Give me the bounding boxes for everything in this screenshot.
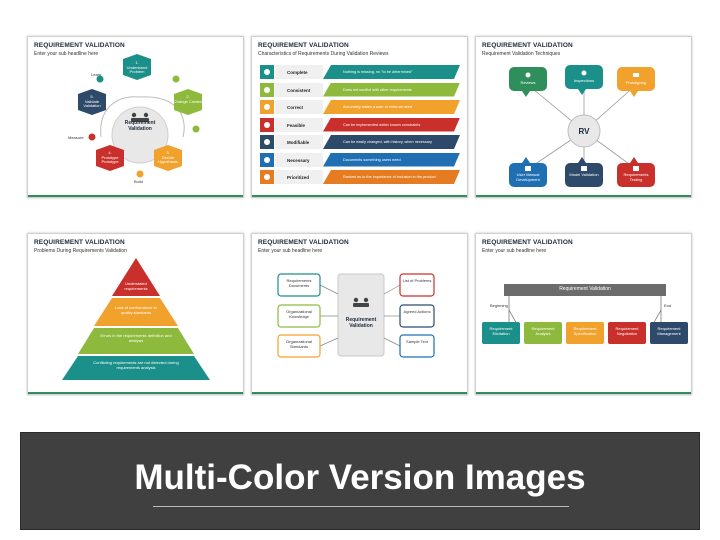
slide-title: REQUIREMENT VALIDATION bbox=[482, 239, 573, 246]
input-organizational-standards: Organizational Standards bbox=[286, 339, 312, 349]
characteristic-name: Correct bbox=[275, 100, 323, 114]
slide-footer-bar bbox=[252, 195, 467, 197]
cycle-step-4: 4.Prototype Prototype bbox=[101, 150, 119, 165]
characteristic-description: Can be implemented within known constrai… bbox=[323, 118, 460, 132]
slide-thumbnail-4[interactable]: REQUIREMENT VALIDATION Problems During R… bbox=[27, 233, 244, 395]
characteristic-icon bbox=[260, 117, 274, 132]
slide-subtitle: Enter your sub headline here bbox=[258, 248, 323, 254]
slide-footer-bar bbox=[476, 195, 691, 197]
process-center-label: Requirement Validation bbox=[345, 317, 377, 329]
characteristic-name: Complete bbox=[275, 65, 323, 79]
techniques-hub-diagram bbox=[509, 65, 655, 187]
pyramid-level-3: Errors in the requirements definition an… bbox=[100, 333, 172, 343]
characteristic-name: Feasible bbox=[275, 117, 323, 132]
characteristic-description: Nothing is missing, no "to be determined… bbox=[323, 65, 460, 79]
slide-thumbnail-6[interactable]: REQUIREMENT VALIDATION Enter your sub he… bbox=[475, 233, 692, 395]
slide-subtitle: Problems During Requirements Validation bbox=[34, 248, 127, 254]
slide-title: REQUIREMENT VALIDATION bbox=[482, 42, 573, 49]
cycle-step-1: 1.Understand Problem bbox=[126, 60, 148, 75]
input-organizational-knowledge: Organizational Knowledge bbox=[286, 309, 312, 319]
pyramid-level-1: Understated requirements bbox=[124, 281, 148, 291]
characteristic-icon bbox=[260, 100, 274, 114]
technique-inspections: Inspections bbox=[573, 78, 595, 83]
slide-thumbnail-1[interactable]: REQUIREMENT VALIDATION Enter your sub he… bbox=[27, 36, 244, 198]
cycle-step-5: 5.Validate Validation bbox=[83, 94, 101, 109]
technique-model-validation: Model Validation bbox=[569, 172, 599, 177]
characteristic-description: Can be easily changed, with history, whe… bbox=[323, 135, 460, 149]
slide-footer-bar bbox=[28, 392, 243, 394]
output-agreed-actions: Agreed Actions bbox=[403, 309, 431, 314]
cycle-diagram bbox=[78, 54, 202, 178]
side-label-build: Build bbox=[134, 179, 143, 184]
process-diagram bbox=[277, 273, 435, 358]
technique-prototyping: Prototyping bbox=[625, 80, 647, 85]
slide-title: REQUIREMENT VALIDATION bbox=[258, 239, 349, 246]
characteristic-description: Ranked as to the importance of inclusion… bbox=[323, 170, 460, 184]
slide-thumbnail-5[interactable]: REQUIREMENT VALIDATION Enter your sub he… bbox=[251, 233, 468, 395]
slide-thumbnail-2[interactable]: REQUIREMENT VALIDATION Characteristics o… bbox=[251, 36, 468, 198]
slide-title: REQUIREMENT VALIDATION bbox=[34, 239, 125, 246]
characteristic-icon bbox=[260, 65, 274, 79]
side-label-measure: Measure bbox=[68, 135, 84, 140]
slide-subtitle: Enter your sub headline here bbox=[482, 248, 547, 254]
stage-bar-label: Requirement Validation bbox=[559, 286, 611, 292]
slide-title: REQUIREMENT VALIDATION bbox=[34, 42, 125, 49]
hub-center-label: RV bbox=[578, 127, 590, 136]
characteristic-icon bbox=[260, 135, 274, 149]
multi-color-banner: Multi-Color Version Images bbox=[20, 432, 700, 530]
characteristic-description: Accurately states a user or external nee… bbox=[323, 100, 460, 114]
stage-elicitation: Requirement Elicitation bbox=[489, 326, 513, 336]
slide-footer-bar bbox=[252, 392, 467, 394]
stage-analysis: Requirement Analysis bbox=[531, 326, 555, 336]
slide-footer-bar bbox=[476, 392, 691, 394]
characteristic-icon bbox=[260, 152, 274, 167]
characteristic-name: Consistent bbox=[275, 82, 323, 97]
banner-underline bbox=[153, 506, 569, 507]
slide-grid: REQUIREMENT VALIDATION Enter your sub he… bbox=[27, 36, 692, 395]
cycle-center-label: Requirement Validation bbox=[124, 120, 156, 132]
technique-requirements-testing: Requirements Testing bbox=[623, 172, 649, 182]
characteristic-description: Does not conflict with other requirement… bbox=[323, 83, 460, 97]
technique-reviews: Reviews bbox=[520, 80, 536, 85]
stage-flow-diagram bbox=[482, 284, 688, 344]
end-label: End bbox=[664, 303, 672, 308]
characteristic-icon bbox=[260, 170, 274, 184]
banner-title: Multi-Color Version Images bbox=[134, 458, 586, 497]
output-sample-text: Sample Text bbox=[406, 339, 428, 344]
stage-management: Requirement Management bbox=[657, 326, 681, 336]
characteristic-name: Necessary bbox=[275, 152, 323, 167]
characteristic-name: Modifiable bbox=[275, 135, 323, 149]
slide-thumbnail-3[interactable]: REQUIREMENT VALIDATION Requirement Valid… bbox=[475, 36, 692, 198]
cycle-step-3: 3.Decide Hypothesis bbox=[158, 150, 178, 165]
slide-footer-bar bbox=[28, 195, 243, 197]
characteristic-description: Documents something users need bbox=[323, 153, 460, 167]
input-requirements-documents: Requirements Documents bbox=[286, 278, 312, 288]
side-label-learn: Learn bbox=[91, 72, 102, 77]
cycle-step-2: 2.Change Creator bbox=[173, 94, 203, 104]
slide-subtitle: Characteristics of Requirements During V… bbox=[258, 51, 389, 57]
stage-specification: Requirement Specification bbox=[573, 326, 597, 336]
beginning-label: Beginning bbox=[490, 303, 508, 308]
slide-title: REQUIREMENT VALIDATION bbox=[258, 42, 349, 49]
characteristic-name: Prioritized bbox=[275, 170, 323, 184]
technique-user-manual: User Manual Development bbox=[516, 172, 540, 182]
pyramid-level-2: Lack of conformance to quality standards bbox=[115, 305, 157, 315]
output-list-of-problems: List of Problems bbox=[402, 278, 432, 283]
stage-negotiation: Requirement Negotiation bbox=[615, 326, 639, 336]
slide-subtitle: Enter your sub headline here bbox=[34, 51, 99, 57]
slide-subtitle: Requirement Validation Techniques bbox=[482, 51, 561, 57]
pyramid-level-4: Conflicting requirements are not detecte… bbox=[93, 360, 179, 370]
characteristic-icon bbox=[260, 82, 274, 97]
problems-pyramid bbox=[62, 258, 210, 380]
